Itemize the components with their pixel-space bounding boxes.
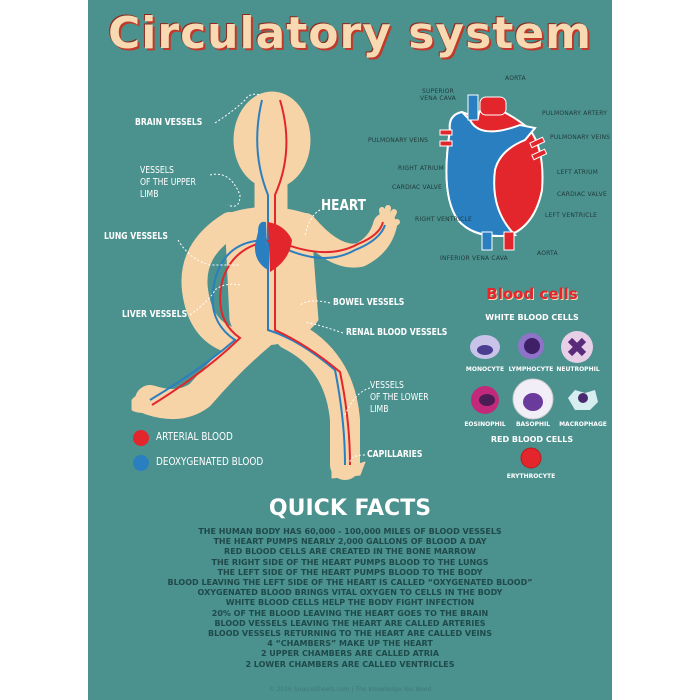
vessels (149, 99, 386, 466)
cell-label-erythrocyte: ERYTHROCYTE (506, 473, 556, 480)
legend-arterial-label: ARTERIAL BLOOD (156, 430, 233, 443)
cell-label-basophil: BASOPHIL (515, 421, 551, 428)
cell-label-neutrophil: NEUTROPHIL (556, 366, 600, 373)
cell-label-macrophage: MACROPHAGE (559, 421, 607, 428)
quick-fact-item: 2 UPPER CHAMBERS ARE CALLED ATRIA (260, 649, 440, 659)
legend-arterial-swatch (133, 430, 149, 446)
heart-label-pulmonary-veins-left: PULMONARY VEINS (368, 137, 429, 144)
heart-label-inferior-vena-cava: INFERIOR VENA CAVA (440, 255, 508, 262)
right-foot (331, 459, 366, 479)
aorta-bottom-vessel (503, 231, 515, 251)
quick-facts-list: THE HUMAN BODY HAS 60,000 - 100,000 MILE… (0, 527, 700, 670)
quick-fact-item: WHITE BLOOD CELLS HELP THE BODY FIGHT IN… (225, 598, 475, 608)
heart-label-left-atrium: LEFT ATRIUM (557, 169, 599, 176)
quick-fact-item: RED BLOOD CELLS ARE CREATED IN THE BONE … (224, 547, 476, 557)
label-heart: HEART (321, 196, 366, 214)
quick-fact-item: THE RIGHT SIDE OF THE HEART PUMPS BLOOD … (211, 557, 489, 567)
label-liver-vessels: LIVER VESSELS (122, 309, 188, 320)
leader-lines (177, 93, 371, 463)
quick-fact-item: OXYGENATED BLOOD BRINGS VITAL OXYGEN TO … (197, 588, 503, 598)
right-arm (293, 213, 397, 268)
heart-label-cardiac-valve-right: CARDIAC VALVE (557, 191, 607, 198)
label-bowel-vessels: BOWEL VESSELS (333, 297, 405, 308)
cell-label-lymphocyte: LYMPHOCYTE (508, 366, 554, 373)
footer-credit: © 2016 SourceSheets.com | The Knowledge … (268, 686, 432, 693)
heart-label-aorta-bottom: AORTA (537, 250, 558, 257)
label-brain-vessels: BRAIN VESSELS (135, 117, 203, 128)
heart-label-superior-vena-cava: SUPERIOR VENA CAVA (420, 88, 456, 102)
quick-fact-item: THE HEART PUMPS NEARLY 2,000 GALLONS OF … (213, 537, 487, 547)
left-leg (135, 320, 275, 419)
quick-fact-item: BLOOD LEAVING THE LEFT SIDE OF THE HEART… (167, 578, 533, 588)
legend-deoxygenated-swatch (133, 455, 149, 471)
heart-diagram (439, 94, 548, 251)
heart-label-pulmonary-veins-right: PULMONARY VEINS (550, 134, 611, 141)
heart-label-left-ventricle: LEFT VENTRICLE (545, 212, 598, 219)
heart-label-right-atrium: RIGHT ATRIUM (398, 165, 444, 172)
aorta-vessel (479, 96, 507, 116)
quick-fact-item: THE HUMAN BODY HAS 60,000 - 100,000 MILE… (198, 527, 502, 536)
cell-label-eosinophil: EOSINOPHIL (464, 421, 506, 428)
quick-fact-item: BLOOD VESSELS LEAVING THE HEART ARE CALL… (214, 618, 486, 628)
label-capillaries: CAPILLARIES (367, 449, 423, 460)
label-upper-limb-vessels: VESSELS OF THE UPPER LIMB (140, 165, 196, 200)
heart-label-pulmonary-artery: PULMONARY ARTERY (542, 110, 608, 117)
quick-fact-item: 4 “CHAMBERS” MAKE UP THE HEART (267, 639, 433, 649)
label-renal-vessels: RENAL BLOOD VESSELS (346, 327, 448, 338)
left-arm (181, 212, 243, 353)
quick-fact-item: 20% OF THE BLOOD LEAVING THE HEART GOES … (211, 608, 489, 618)
poster-title: Circulatory system (108, 8, 592, 59)
erythrocyte-cell (520, 447, 542, 469)
right-hand (379, 205, 400, 233)
heart-label-aorta-top: AORTA (505, 75, 526, 82)
blood-cell-images (470, 331, 598, 469)
blood-cells-title: Blood cells (486, 285, 578, 303)
quick-fact-item: 2 LOWER CHAMBERS ARE CALLED VENTRICLES (245, 659, 455, 669)
heart-label-right-ventricle: RIGHT VENTRICLE (415, 216, 472, 223)
quick-fact-item: BLOOD VESSELS RETURNING TO THE HEART ARE… (207, 629, 492, 639)
inferior-vena-cava-vessel (481, 231, 493, 251)
head (233, 91, 311, 189)
label-lung-vessels: LUNG VESSELS (104, 231, 168, 242)
legend-deoxygenated-label: DEOXYGENATED BLOOD (156, 455, 264, 468)
body-heart-icon (254, 221, 292, 272)
superior-vena-cava-vessel (467, 94, 479, 121)
label-lower-limb-vessels: VESSELS OF THE LOWER LIMB (370, 380, 429, 415)
heart-label-cardiac-valve-left: CARDIAC VALVE (392, 184, 442, 191)
cell-label-monocyte: MONOCYTE (465, 366, 505, 373)
white-blood-cells-title: WHITE BLOOD CELLS (485, 313, 579, 322)
quick-facts-title: QUICK FACTS (268, 496, 432, 521)
quick-fact-item: THE LEFT SIDE OF THE HEART PUMPS BLOOD T… (217, 567, 483, 577)
red-blood-cells-title: RED BLOOD CELLS (490, 435, 574, 444)
